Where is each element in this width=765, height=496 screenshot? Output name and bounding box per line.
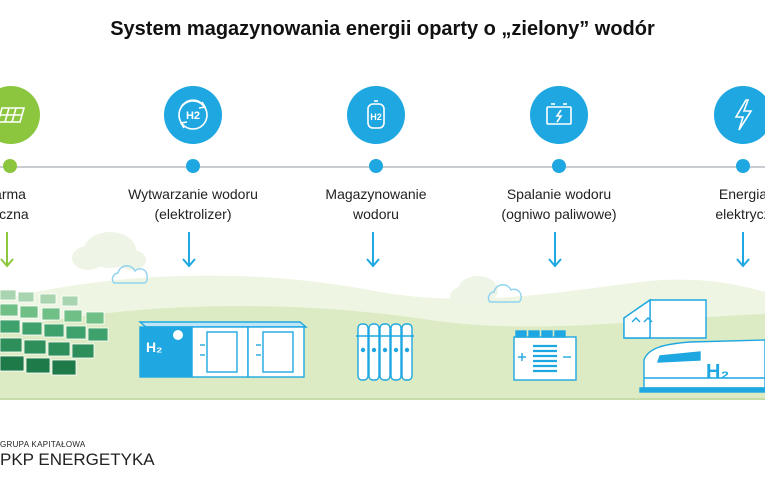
- timeline-dot-3: [369, 159, 383, 173]
- svg-text:H2: H2: [370, 112, 382, 122]
- lightning-icon: [734, 99, 753, 131]
- down-arrow-icon: [736, 232, 750, 268]
- step-label-line1: Magazynowanie: [325, 186, 427, 202]
- step-icon-electricity: [714, 86, 765, 144]
- timeline-dot-4: [552, 159, 566, 173]
- timeline-dot-2: [186, 159, 200, 173]
- electrolyzer-container: [138, 321, 308, 378]
- page-title: System magazynowania energii oparty o „z…: [110, 18, 655, 40]
- fuel-cell-unit: [513, 330, 577, 381]
- step-label-storage: Magazynowanie wodoru: [301, 184, 451, 224]
- step-label-line1: Energia: [718, 186, 765, 202]
- h2-cycle-icon: H2: [178, 99, 208, 130]
- step-label-line2: (elektrolizer): [154, 206, 232, 222]
- electrolyzer-h2-label: H₂: [146, 339, 162, 355]
- step-icon-electrolyzer: H2: [164, 86, 222, 144]
- step-label-solar: arma eczna: [0, 184, 85, 224]
- footer-brand: PKP ENERGETYKA: [0, 450, 155, 469]
- footer-group-label: GRUPA KAPITAŁOWA: [0, 440, 86, 449]
- h2-tank-icon: H2: [367, 100, 385, 129]
- svg-text:H2: H2: [186, 110, 200, 122]
- train-h2-label: H₂: [706, 361, 729, 383]
- step-icon-storage: H2: [347, 86, 405, 144]
- step-label-line2: eczna: [0, 206, 29, 222]
- step-label-line1: arma: [0, 186, 26, 202]
- ground-line: [0, 398, 765, 400]
- cloud-icon: [72, 232, 146, 270]
- step-label-fuel-cell: Spalanie wodoru (ogniwo paliwowe): [484, 184, 634, 224]
- cloud-outline-icon: [111, 265, 148, 284]
- battery-icon: [546, 103, 572, 125]
- hydrogen-tanks: [356, 323, 414, 381]
- step-label-line2: wodoru: [353, 206, 399, 222]
- down-arrow-icon: [366, 232, 380, 268]
- step-label-line2: (ogniwo paliwowe): [501, 206, 617, 222]
- step-label-line1: Wytwarzanie wodoru: [128, 186, 258, 202]
- step-icon-fuel-cell: [530, 86, 588, 144]
- timeline-dot-5: [736, 159, 750, 173]
- hydrogen-train: [639, 339, 765, 393]
- station-building: [623, 298, 707, 339]
- solar-farm: [0, 289, 109, 376]
- cloud-icon: [450, 276, 498, 305]
- step-label-electrolyzer: Wytwarzanie wodoru (elektrolizer): [118, 184, 268, 224]
- step-label-line2: elektrycz: [715, 206, 765, 222]
- step-icon-solar: [0, 86, 40, 144]
- down-arrow-icon: [0, 232, 14, 268]
- cloud-outline-icon: [487, 284, 522, 303]
- solar-panel-icon: [0, 107, 26, 123]
- timeline-dot-1: [3, 159, 17, 173]
- step-label-electricity: Energia elektrycz: [668, 184, 765, 224]
- down-arrow-icon: [548, 232, 562, 268]
- down-arrow-icon: [182, 232, 196, 268]
- step-label-line1: Spalanie wodoru: [506, 186, 612, 202]
